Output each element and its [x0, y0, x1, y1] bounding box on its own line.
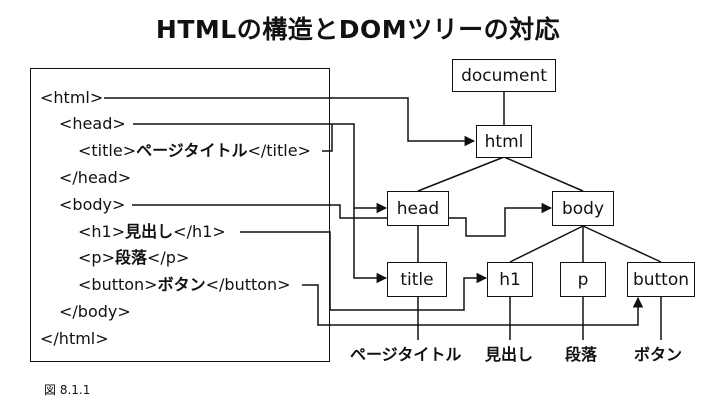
code-tag: <button>	[78, 275, 158, 294]
code-line-head-close: </head>	[59, 168, 131, 188]
arrow-head	[133, 123, 388, 214]
edge-body-h1	[509, 225, 584, 263]
node-document: document	[452, 59, 556, 92]
code-line-html-close: </html>	[40, 329, 109, 349]
code-line-h1: <h1>見出し</h1>	[78, 222, 226, 242]
code-tag: </button>	[205, 275, 291, 294]
edge-html-body	[503, 156, 584, 192]
code-tag: </head>	[59, 168, 132, 187]
code-line-head-open: <head>	[59, 114, 126, 134]
html-code-panel	[30, 68, 330, 362]
code-text: ボタン	[157, 275, 206, 294]
edge-body-button	[582, 225, 662, 263]
code-text: 段落	[114, 248, 147, 267]
code-line-button: <button>ボタン</button>	[78, 275, 291, 295]
leaf-button-text: ボタン	[634, 345, 683, 364]
leaf-title-text: ページタイトル	[350, 345, 462, 364]
code-tag: <html>	[40, 88, 104, 107]
code-text: ページタイトル	[136, 141, 248, 160]
edge-html-head	[417, 156, 505, 192]
arrow-button	[302, 284, 644, 326]
arrow-body	[132, 202, 553, 237]
node-html: html	[476, 125, 532, 158]
code-line-body-open: <body>	[59, 195, 125, 215]
code-tag: </title>	[247, 141, 311, 160]
node-head: head	[387, 191, 449, 226]
arrow-title-link	[322, 124, 333, 152]
node-p: p	[560, 262, 606, 297]
arrow-h1	[240, 231, 488, 311]
code-line-p: <p>段落</p>	[78, 248, 189, 268]
arrow-title-main	[353, 208, 388, 284]
code-text: 見出し	[125, 222, 174, 241]
figure-caption: 図 8.1.1	[44, 383, 91, 397]
code-tag: <h1>	[78, 222, 126, 241]
code-line-html-open: <html>	[40, 88, 103, 108]
node-body: body	[552, 191, 614, 226]
code-tag: </p>	[146, 248, 190, 267]
code-line-body-close: </body>	[59, 302, 131, 322]
code-tag: <p>	[78, 248, 115, 267]
code-line-title: <title>ページタイトル</title>	[78, 141, 311, 161]
node-button: button	[627, 262, 695, 297]
arrow-html	[104, 97, 476, 147]
leaf-p-text: 段落	[565, 345, 598, 364]
code-tag: <head>	[59, 114, 126, 133]
code-tag: </html>	[40, 329, 109, 348]
node-h1: h1	[487, 262, 533, 297]
code-tag: <body>	[59, 195, 126, 214]
code-tag: </body>	[59, 302, 131, 321]
code-tag: <title>	[78, 141, 137, 160]
leaf-h1-text: 見出し	[485, 345, 534, 364]
code-tag: </h1>	[173, 222, 226, 241]
diagram-title: HTMLの構造とDOMツリーの対応	[155, 15, 561, 44]
node-title: title	[387, 262, 447, 297]
